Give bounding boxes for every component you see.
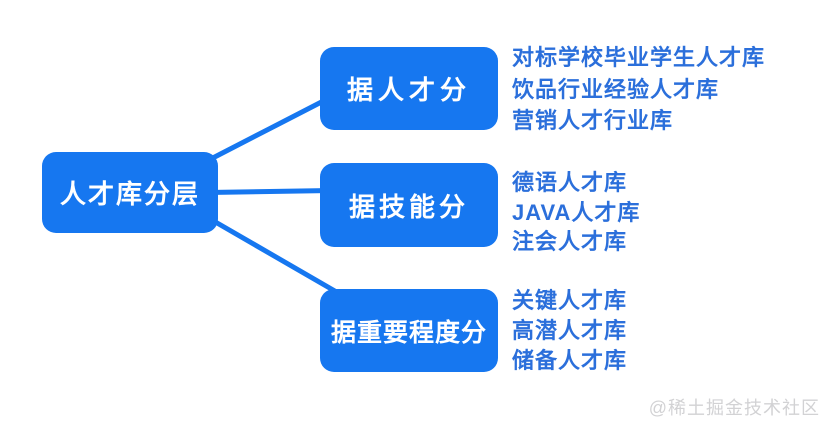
connector-root-to-branch-by-skill: [205, 188, 335, 195]
leaf-item-java-talent-pool: JAVA人才库: [512, 199, 641, 225]
leaf-group-by-talent: 对标学校毕业学生人才库 饮品行业经验人才库 营销人才行业库: [512, 42, 765, 137]
connector-root-to-branch-by-talent: [202, 92, 338, 165]
leaf-item-marketing-talent-industry-pool: 营销人才行业库: [512, 108, 674, 133]
branch-node-by-importance: 据重要程度分: [320, 289, 498, 372]
branch-node-by-skill-label: 据技能分: [348, 191, 469, 222]
leaf-item-cpa-talent-pool: 注会人才库: [512, 229, 628, 255]
leaf-group-by-skill: 德语人才库 JAVA人才库 注会人才库: [512, 168, 640, 257]
leaf-item-german-talent-pool: 德语人才库: [512, 170, 628, 195]
leaf-item-benchmark-school-graduates-pool: 对标学校毕业学生人才库: [512, 45, 766, 70]
branch-node-by-skill: 据技能分: [320, 163, 498, 247]
leaf-item-reserve-talent-pool: 储备人才库: [512, 348, 628, 373]
root-node-label: 人才库分层: [59, 179, 200, 209]
watermark: @稀土掘金技术社区: [648, 398, 820, 418]
branch-node-by-talent: 据人才分: [320, 47, 498, 130]
leaf-item-beverage-industry-experience-pool: 饮品行业经验人才库: [512, 76, 720, 102]
leaf-group-by-importance: 关键人才库 高潜人才库 储备人才库: [512, 286, 627, 376]
branch-node-by-talent-label: 据人才分: [346, 75, 471, 105]
connector-root-to-branch-by-importance: [202, 213, 343, 297]
branch-node-by-importance-label: 据重要程度分: [330, 318, 487, 347]
leaf-item-high-potential-talent-pool: 高潜人才库: [512, 318, 628, 343]
leaf-item-key-talent-pool: 关键人才库: [512, 288, 628, 313]
root-node-talent-pool-layering: 人才库分层: [42, 152, 218, 233]
